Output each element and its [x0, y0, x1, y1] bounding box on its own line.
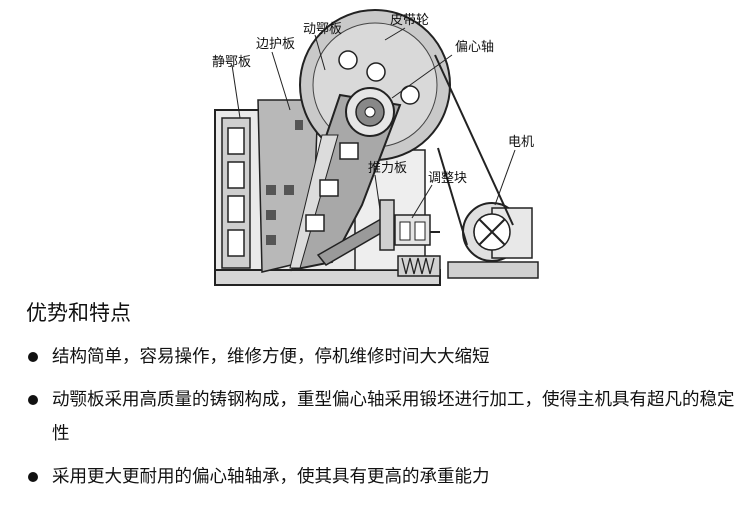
label-adjust-block: 调整块 [428, 171, 467, 186]
toggle-plate [316, 199, 397, 266]
adjust-block [394, 214, 440, 246]
label-eccentric-shaft: 偏心轴 [455, 40, 494, 55]
feature-item: 动颚板采用高质量的铸钢构成，重型偏心轴采用锻坯进行加工，使得主机具有超凡的稳定性 [22, 383, 742, 451]
fixed-jaw-plate [221, 117, 251, 269]
features-section: 优势和特点 结构简单，容易操作，维修方便，停机维修时间大大缩短 动颚板采用高质量… [22, 298, 742, 503]
bullet-icon [28, 472, 38, 482]
label-fixed-jaw: 静鄂板 [212, 55, 251, 70]
jaw-crusher-diagram: 皮带轮 动鄂板 边护板 静鄂板 偏心轴 电机 推力板 调整块 [212, 9, 539, 286]
eccentric-shaft [345, 87, 395, 137]
label-moving-jaw: 动鄂板 [303, 22, 342, 37]
label-motor: 电机 [508, 135, 534, 150]
label-side-plate: 边护板 [256, 37, 295, 52]
feature-text: 采用更大更耐用的偏心轴轴承，使其具有更高的承重能力 [52, 467, 490, 487]
leader-lines [231, 27, 516, 219]
moving-jaw [289, 93, 402, 272]
feature-item: 结构简单，容易操作，维修方便，停机维修时间大大缩短 [22, 340, 742, 374]
features-title: 优势和特点 [26, 301, 131, 325]
feature-item: 采用更大更耐用的偏心轴轴承，使其具有更高的承重能力 [22, 460, 742, 494]
drive-belt [434, 54, 514, 246]
bullet-icon [28, 395, 38, 405]
bullet-icon [28, 352, 38, 362]
feature-text: 结构简单，容易操作，维修方便，停机维修时间大大缩短 [52, 347, 490, 367]
tension-spring [397, 255, 441, 277]
feature-text: 动颚板采用高质量的铸钢构成，重型偏心轴采用锻坯进行加工，使得主机具有超凡的稳定性 [52, 390, 735, 444]
label-toggle-plate: 推力板 [368, 161, 407, 176]
label-pulley: 皮带轮 [390, 13, 429, 28]
features-list: 结构简单，容易操作，维修方便，停机维修时间大大缩短 动颚板采用高质量的铸钢构成，… [22, 340, 742, 494]
motor [447, 202, 539, 279]
